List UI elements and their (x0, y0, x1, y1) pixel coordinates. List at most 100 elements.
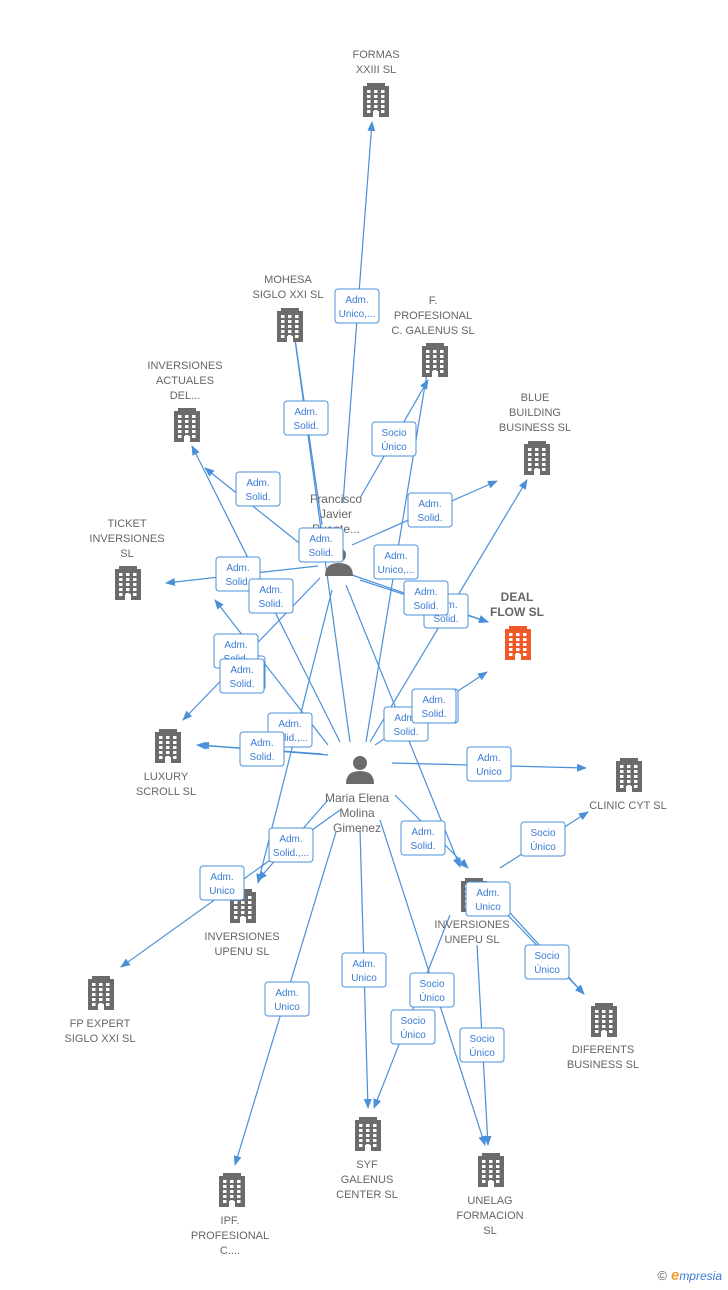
building-icon (616, 758, 642, 792)
company-node-luxury[interactable]: LUXURY SCROLL SL (136, 729, 196, 798)
edge-label-text: Solid. (258, 599, 283, 610)
building-icon (505, 626, 531, 660)
edge-label-text: Único (419, 991, 445, 1004)
node-label: Javier (320, 507, 352, 521)
building-icon (363, 83, 389, 117)
edge-label-francisco-upenu[interactable]: Adm. Solid. (248, 578, 294, 614)
edge-label-text: Socio (530, 828, 555, 839)
edge-label-text: Socio (469, 1034, 494, 1045)
node-label: FP EXPERT (70, 1018, 131, 1030)
edge-label-maria-deal[interactable]: Adm.Solid. (411, 688, 457, 724)
node-label: BUSINESS SL (499, 422, 571, 434)
building-icon (277, 308, 303, 342)
edge-label-text: Solid. (417, 513, 442, 524)
company-node-diferents[interactable]: DIFERENTS BUSINESS SL (567, 1003, 639, 1071)
company-node-ipf[interactable]: IPF.PROFESIONALC.... (191, 1173, 269, 1257)
edge-label-maria-ticket[interactable]: Adm.Solid. (219, 658, 265, 694)
company-node-clinic[interactable]: CLINIC CYT SL (589, 758, 667, 812)
edge-label-text: Adm. (246, 478, 269, 489)
edge-label-text: Unico,... (378, 565, 415, 576)
node-label: SYF (356, 1159, 378, 1171)
node-label: SIGLO XXI SL (65, 1033, 136, 1045)
node-label: PROFESIONAL (191, 1230, 269, 1242)
edge-label-maria-unepu[interactable]: Adm.Solid. (400, 820, 446, 856)
edge-label-text: Solid. (393, 727, 418, 738)
edge-label-text: Único (381, 440, 407, 453)
edge-label-text: Socio (381, 428, 406, 439)
node-label: SCROLL SL (136, 786, 196, 798)
edge-label-text: Adm. (294, 407, 317, 418)
edge-label-text: Adm. (278, 719, 301, 730)
node-label: UNELAG (467, 1195, 512, 1207)
edge-label-maria-luxury[interactable]: Adm.Solid. (239, 731, 285, 767)
edge-label-maria-syf[interactable]: Adm.Unico (341, 952, 387, 988)
edge-label-maria-ipf[interactable]: Adm.Unico (264, 981, 310, 1017)
edge-label-text: Solid. (421, 709, 446, 720)
edge-label-text: Unico (351, 973, 377, 984)
edge-label-text: Solid.,... (273, 848, 309, 859)
building-icon (115, 566, 141, 600)
node-label: BUSINESS SL (567, 1059, 639, 1071)
edge-label-text: Adm. (210, 872, 233, 883)
edge-label-text: Adm. (477, 753, 500, 764)
node-label: CENTER SL (336, 1189, 398, 1201)
edge-label-francisco-formas[interactable]: Adm.Unico,... (334, 288, 380, 324)
node-label: LUXURY (144, 771, 189, 783)
brand-initial: e (670, 1267, 680, 1284)
node-label: CLINIC CYT SL (589, 800, 666, 812)
edge-label-maria-mohesa[interactable]: Adm.Solid. (298, 527, 344, 563)
node-label: FLOW SL (490, 605, 544, 619)
edge-label-maria-fpexp[interactable]: Adm.Unico (199, 865, 245, 901)
node-label: XXIII SL (356, 64, 396, 76)
edge-label-text: Único (400, 1028, 426, 1041)
company-node-blue[interactable]: BLUE BUILDING BUSINESS SL (499, 392, 571, 475)
edge-label-maria-clinic[interactable]: Adm.Unico (466, 746, 512, 782)
building-icon (355, 1117, 381, 1151)
edge-label-francisco-mohesa[interactable]: Adm.Solid. (283, 400, 329, 436)
brand-footer[interactable]: ©empresia (657, 1267, 722, 1284)
node-label: BLUE (521, 392, 550, 404)
edge-label-maria-upenu[interactable]: Adm. Solid.,... (268, 827, 314, 863)
node-label: TICKET (107, 518, 146, 530)
edge-label-francisco-invact[interactable]: Adm.Solid. (235, 471, 281, 507)
node-label: FORMACION (456, 1210, 523, 1222)
edge-label-text: Solid. (225, 577, 250, 588)
edge-label-text: Adm. (279, 834, 302, 845)
company-node-fpexp[interactable]: FP EXPERT SIGLO XXI SL (65, 976, 136, 1045)
building-icon (174, 408, 200, 442)
edge-label-text: Adm. (259, 585, 282, 596)
edge-label-text: Unico (475, 902, 501, 913)
building-icon (155, 729, 181, 763)
node-label: MOHESA (264, 274, 312, 286)
company-node-invact[interactable]: INVERSIONESACTUALESDEL... (147, 360, 223, 442)
edge-label-unepu-diferents[interactable]: Adm.Unico (465, 881, 511, 917)
edge-label-text: Adm. (384, 551, 407, 562)
node-label: BUILDING (509, 407, 561, 419)
edge-label-text: Solid.,... (272, 733, 308, 744)
edge-label-francisco-unepu[interactable]: Adm.Solid. (403, 580, 449, 616)
edge-label-text: Socio (400, 1016, 425, 1027)
edge-label-francisco-deal[interactable]: Adm. Unico,... (373, 544, 419, 580)
node-label: DEL... (170, 390, 201, 402)
edge-label-text: Solid. (433, 614, 458, 625)
edge-label-francisco-blue[interactable]: Adm.Solid. (407, 492, 453, 528)
person-icon (346, 756, 374, 784)
edge-label-text: Adm. (275, 988, 298, 999)
node-label: DIFERENTS (572, 1044, 634, 1056)
node-label: UPENU SL (214, 946, 269, 958)
